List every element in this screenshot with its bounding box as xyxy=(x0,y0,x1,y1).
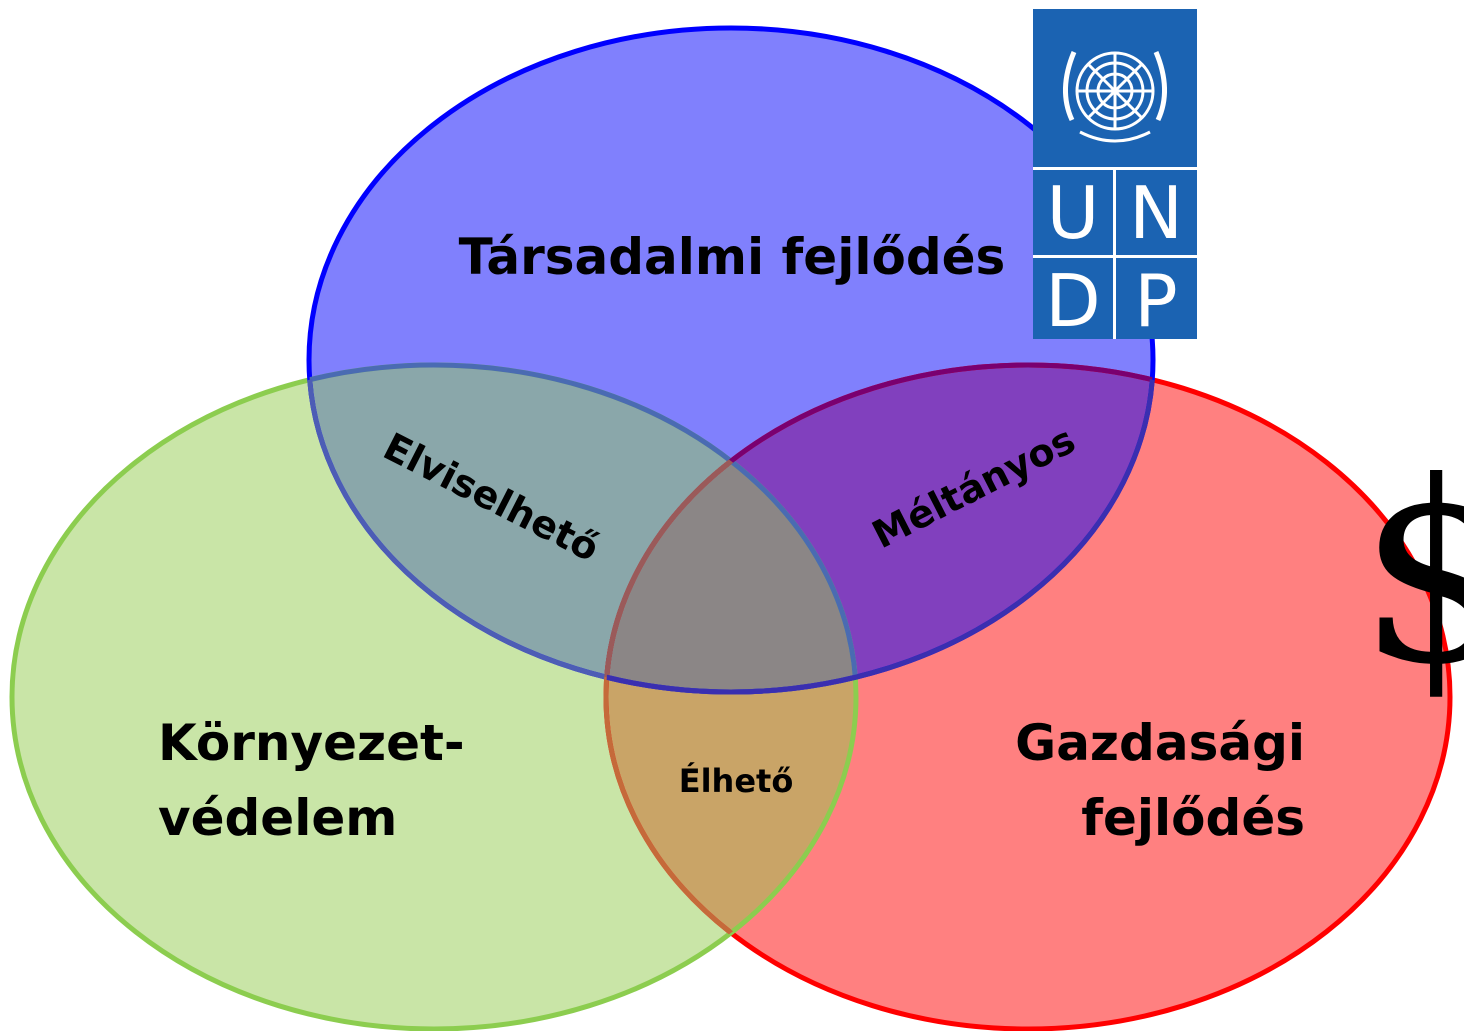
undp-logo: U N D P xyxy=(1033,9,1197,343)
economic-label-line2: fejlődés xyxy=(1081,789,1305,847)
environment-label-line1: Környezet- xyxy=(158,714,465,772)
un-emblem-icon xyxy=(1062,51,1168,143)
overlap-social-economic xyxy=(606,365,1153,692)
undp-letter-d: D xyxy=(1045,259,1100,343)
economic-label-line1: Gazdasági xyxy=(1015,714,1305,772)
undp-letter-p: P xyxy=(1134,259,1177,343)
social-label: Társadalmi fejlődés xyxy=(459,228,1006,286)
environment-label-line2: védelem xyxy=(158,789,397,847)
dollar-symbol: $ xyxy=(1358,428,1464,719)
overlap-social-environment xyxy=(309,365,856,692)
overlap-label-viable: Élhető xyxy=(679,762,794,800)
undp-letter-n: N xyxy=(1129,171,1183,255)
undp-letter-u: U xyxy=(1047,171,1100,255)
